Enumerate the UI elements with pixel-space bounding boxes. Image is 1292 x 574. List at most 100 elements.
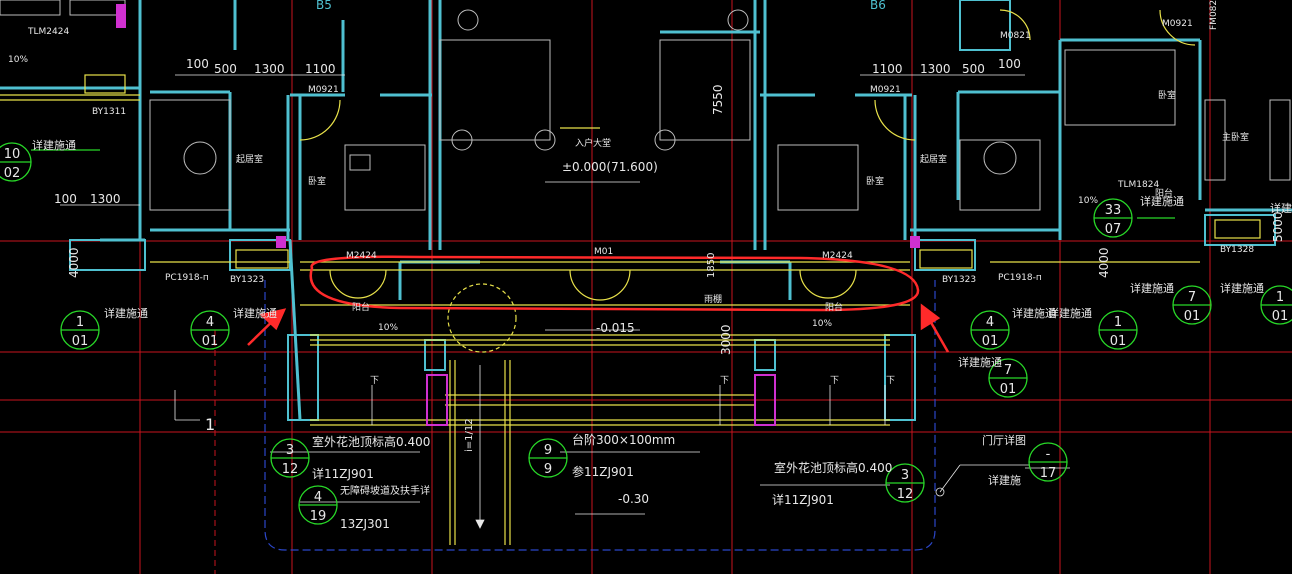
label-b5: B5 [316,0,332,12]
callout-top-3: 4 [986,315,994,330]
callout-bottom-7: 01 [1272,309,1289,324]
label-detail-see-2: 详建施通 [104,306,148,320]
railings-windows [0,9,1261,545]
label-planter-l: 室外花池顶标高0.400 [312,434,430,449]
label-dim-5000-r: 5000 [1271,211,1285,242]
label-down-4: 下 [886,376,895,386]
callout-top-0: 10 [4,147,21,162]
callout-top-9: 3 [286,443,294,458]
label-m0921-right-top: M0921 [1162,19,1193,29]
label-dim-100-l: 100 [186,57,209,71]
highlight-annotation [247,255,950,353]
label-b6: B6 [870,0,886,12]
label-detail-see-right: 详建施 [1270,201,1292,215]
label-detail-see-9: 详建施通 [1140,194,1184,208]
label-m2424-r: M2424 [822,251,853,261]
label-down-2: 下 [720,376,729,386]
callout-circles [0,142,1292,525]
label-entrance-label: 雨棚 [704,293,722,305]
label-pc1918-l: PC1918-п [165,273,209,283]
label-axis-1: 1 [205,415,215,434]
label-slope-10c: 10% [812,319,832,329]
label-by1311: BY1311 [92,107,126,117]
label-by1323-l: BY1323 [230,275,264,285]
label-tlm2424: TLM2424 [27,27,69,37]
callout-top-12: 3 [901,468,909,483]
label-detail-see-8: 详建施通 [1220,281,1264,295]
callout-top-1: 1 [76,315,84,330]
callout-bottom-5: 01 [1110,334,1127,349]
callout-top-10: 9 [544,443,552,458]
label-dim-500-l: 500 [214,62,237,76]
label-detail-see-5: 详建施通 [958,355,1002,369]
label-dim-1300-l: 1300 [254,62,285,76]
label-dim-1100-r: 1100 [872,62,903,76]
callout-texts: 1002101401401701101701101330731299419312… [4,147,1289,524]
callout-top-6: 7 [1188,290,1196,305]
callout-top-7: 1 [1276,290,1284,305]
label-ref-13zj301: 13ZJ301 [340,517,390,531]
label-dim-1100-l: 1100 [305,62,336,76]
label-detail-see-7: 详建施通 [1130,281,1174,295]
label-bedroom-r: 起居室 [920,153,947,165]
label-m0921-r: M0921 [870,85,901,95]
label-master-r: 主卧室 [1222,131,1249,143]
label-planter-r: 室外花池顶标高0.400 [774,460,892,475]
callout-bottom-2: 01 [202,334,219,349]
label-dim-3000: 3000 [719,324,733,355]
callout-top-11: 4 [314,490,322,505]
label-detail-see: 详建施 [988,473,1021,487]
label-lobby-detail: 门厅详图 [982,433,1026,447]
callout-top-4: 7 [1004,363,1012,378]
callout-bottom-8: 07 [1105,222,1122,237]
label-ref-11zj901-a: 详11ZJ901 [312,466,374,481]
label-by1328: BY1328 [1220,245,1254,255]
label-m01: M01 [594,247,613,257]
callout-bottom-11: 19 [310,509,327,524]
label-ref-11zj901-c: 详11ZJ901 [772,492,834,507]
label-slope-10a: 10% [8,55,28,65]
label-dim-1300-r: 1300 [920,62,951,76]
label-room-far-r: 卧室 [1158,89,1176,101]
label-dim-7550: 7550 [711,84,725,115]
label-dim-1300b: 1300 [90,192,121,206]
callout-bottom-13: 17 [1040,466,1057,481]
label-slope-ramp: i=1/12 [464,418,475,452]
label-down-3: 下 [830,376,839,386]
canopy-boundary [264,280,936,551]
ramp-arrows [371,365,886,529]
callout-bottom-9: 12 [282,462,299,477]
label-ramp-text: 无障碍坡道及扶手详 [340,484,430,497]
callout-top-2: 4 [206,315,214,330]
label-slope-10d: 10% [1078,196,1098,206]
label-m0921-l: M0921 [308,85,339,95]
callout-bottom-3: 01 [982,334,999,349]
callout-bottom-12: 12 [897,487,914,502]
label-m2424-l: M2424 [346,251,377,261]
label-m0821: M0821 [1000,31,1031,41]
label-bedroom-l: 起居室 [236,153,263,165]
label-elev-minus-015: -0.015 [596,321,635,335]
callout-top-13: - [1046,447,1051,462]
label-ref-11zj901-b: 参11ZJ901 [572,464,634,479]
label-room-r: 卧室 [866,175,884,187]
label-dim-4000-r: 4000 [1097,247,1111,278]
label-dim-1850: 1850 [706,253,717,278]
callout-bottom-4: 01 [1000,382,1017,397]
label-elev-main: ±0.000(71.600) [562,160,658,174]
callout-bottom-0: 02 [4,166,21,181]
label-steps: 台阶300×100mm [572,432,675,447]
label-elev-minus-030: -0.30 [618,492,649,506]
label-dim-500-r: 500 [962,62,985,76]
label-room-l: 卧室 [308,175,326,187]
callout-top-5: 1 [1114,315,1122,330]
label-down-1: 下 [370,376,379,386]
label-detail-see-1: 详建施通 [32,138,76,152]
label-balcony-r-top: 阳台 [1155,187,1173,199]
label-detail-see-3: 详建施通 [233,306,277,320]
label-pc1918-r: PC1918-п [998,273,1042,283]
label-fm0821: FM0821 (乙) [1208,0,1219,30]
label-detail-see-4: 详建施通 [1012,306,1056,320]
